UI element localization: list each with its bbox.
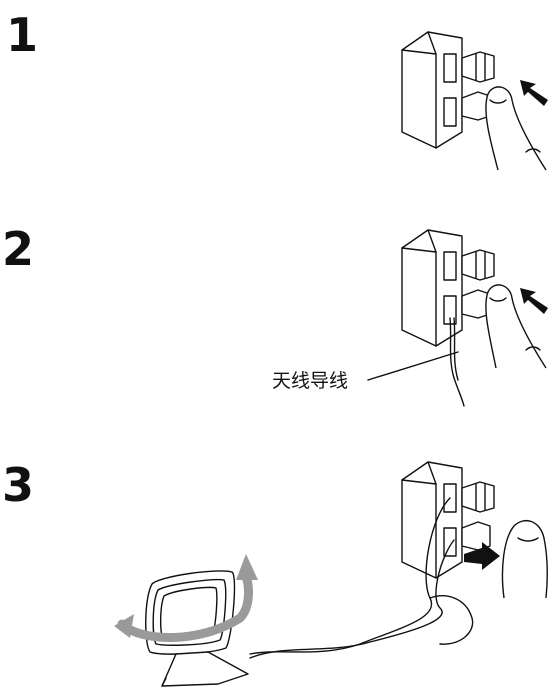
terminal-block-icon [401, 229, 495, 347]
step-number-1: 1 [6, 8, 39, 62]
loop-antenna-icon [145, 570, 249, 687]
step-3-illustration [114, 461, 549, 687]
callout-leader-line [367, 351, 459, 381]
rotate-arrow-icon [114, 554, 258, 642]
antenna-wire-icon [449, 317, 465, 407]
push-arrow-icon [520, 80, 548, 106]
finger-icon [501, 519, 549, 599]
finger-icon [485, 284, 547, 369]
finger-icon [485, 86, 547, 171]
push-arrow-icon [520, 288, 548, 314]
step-number-2: 2 [2, 222, 35, 276]
step-1-illustration [401, 31, 548, 171]
antenna-wire-icon [249, 497, 474, 659]
antenna-wire-label: 天线导线 [272, 370, 349, 392]
terminal-block-icon [401, 461, 495, 579]
step-2-illustration [401, 229, 548, 407]
step-number-3: 3 [2, 458, 35, 512]
release-arrow-icon [464, 542, 500, 570]
terminal-block-icon [401, 31, 495, 149]
